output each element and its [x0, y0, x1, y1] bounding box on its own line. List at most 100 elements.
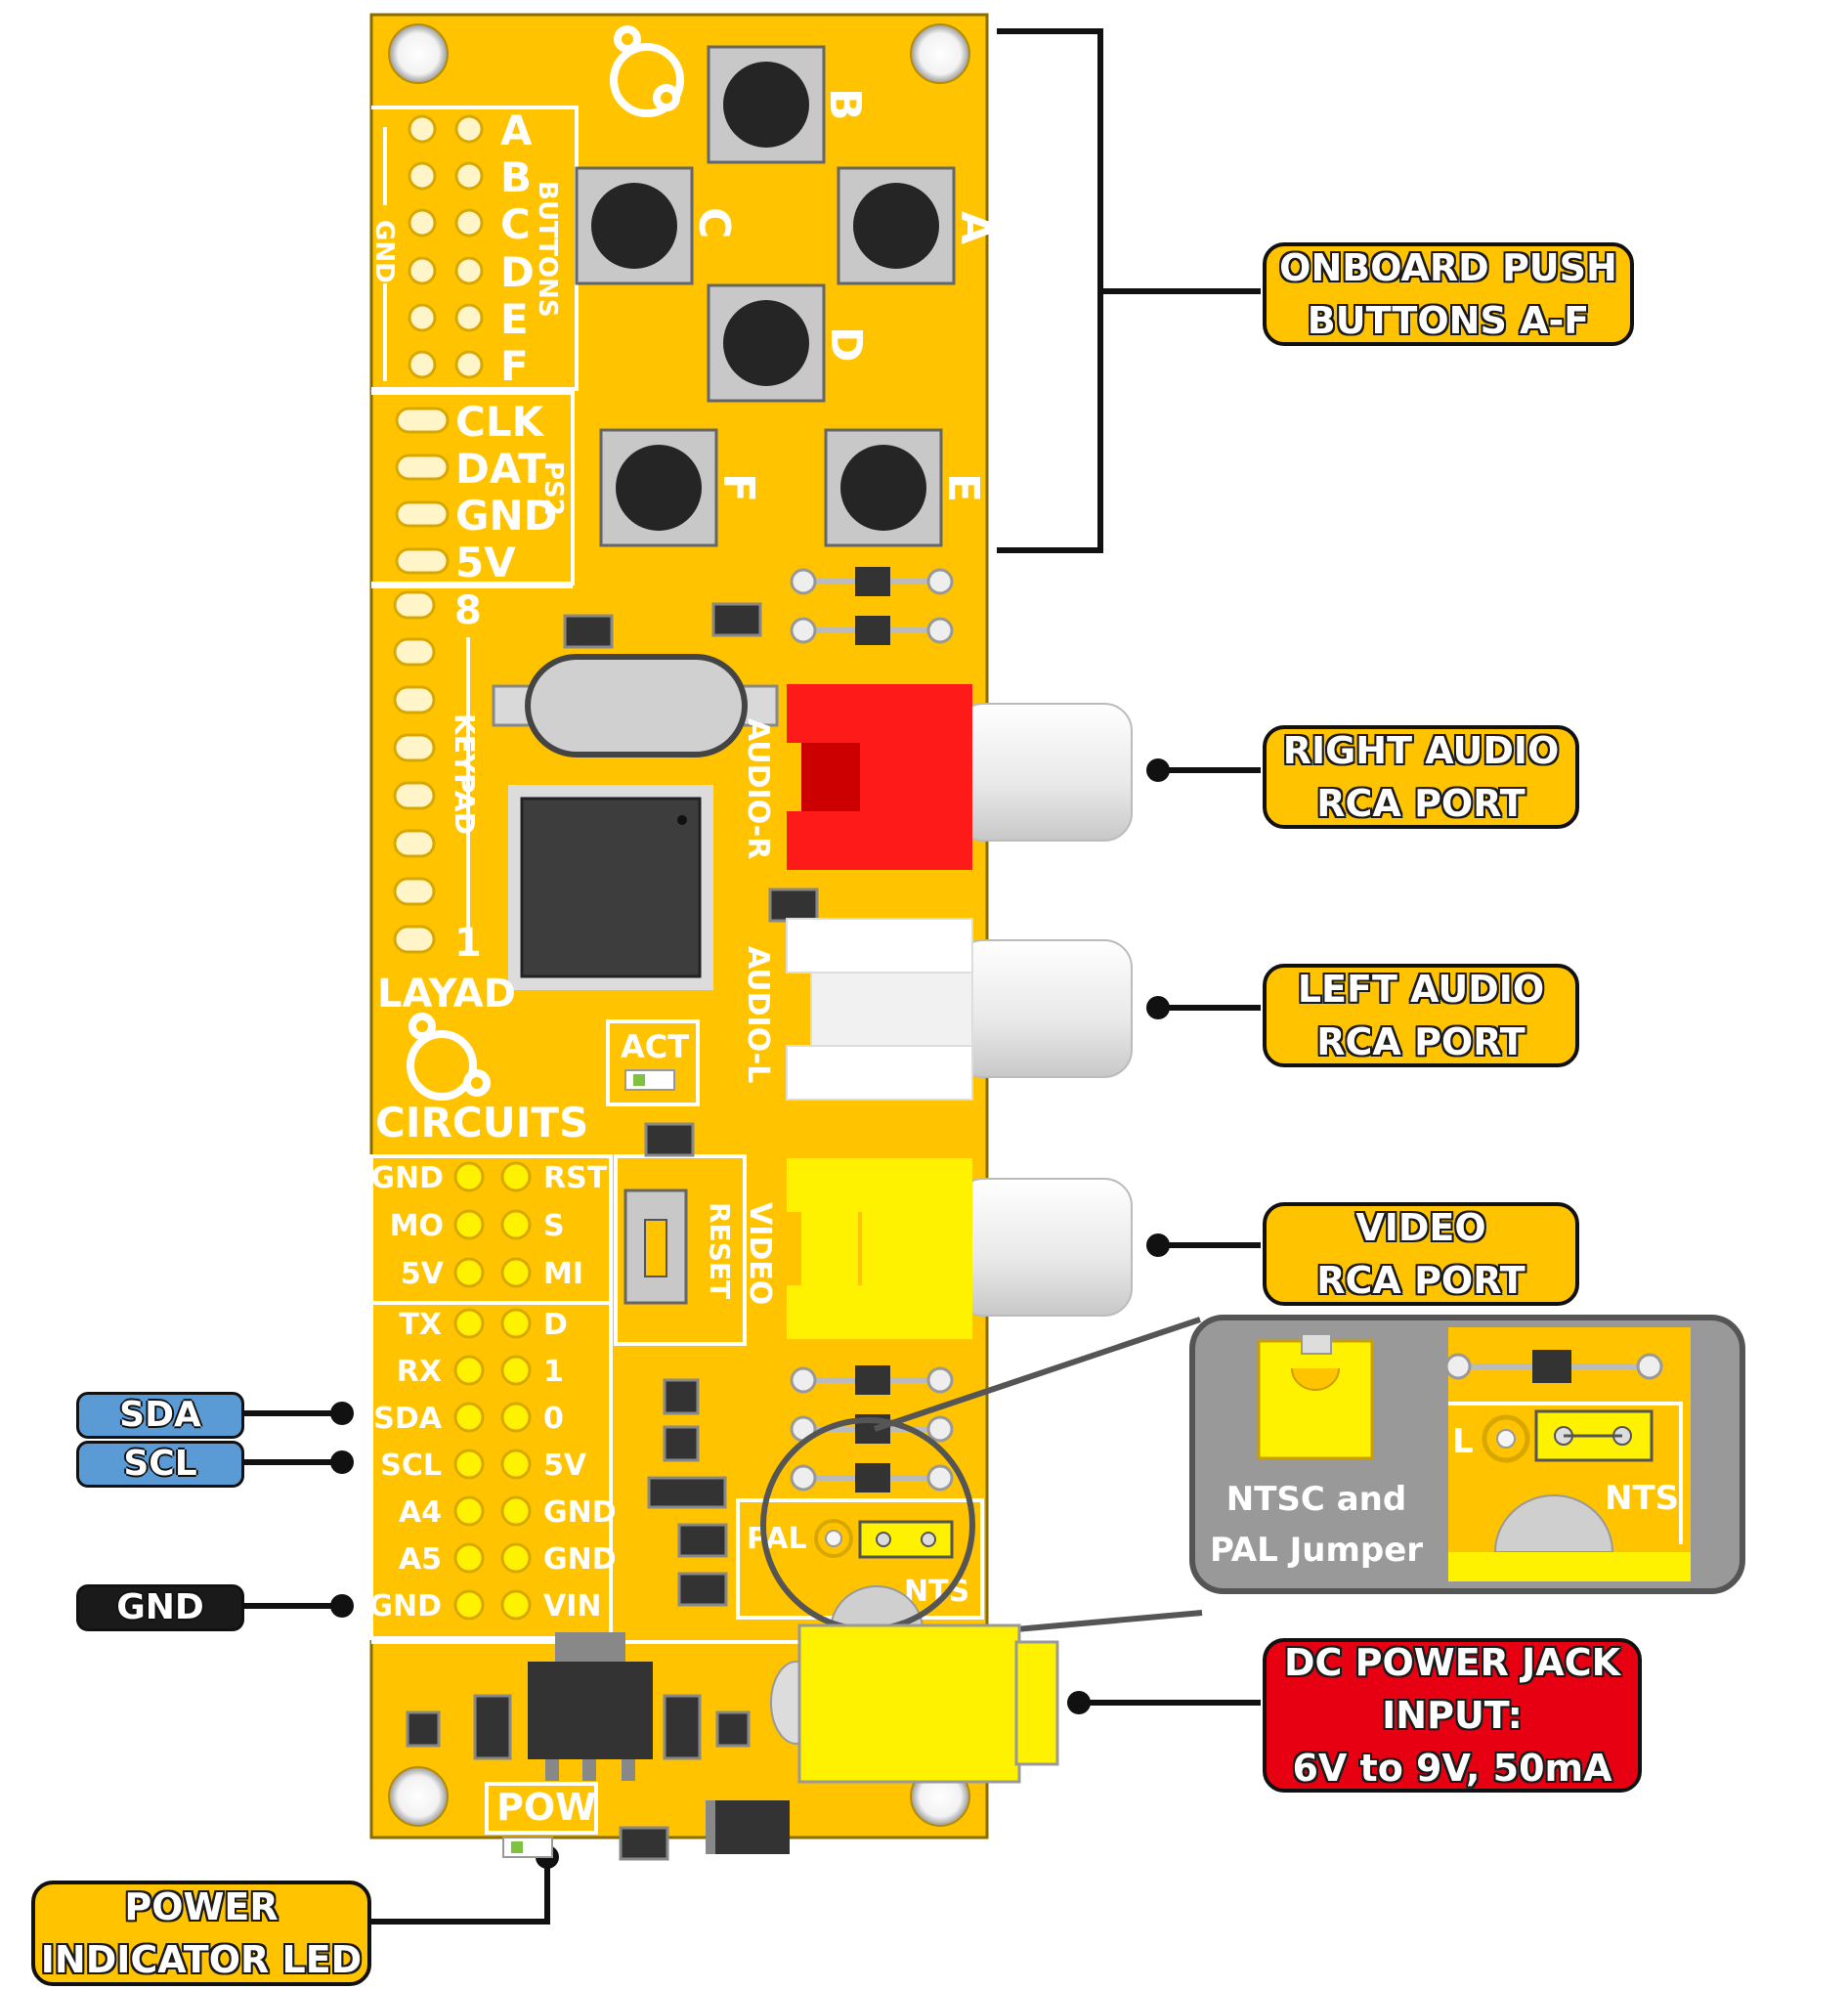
- hdr-letter-c: C: [500, 200, 531, 248]
- hdr-letter-f: F: [500, 342, 529, 390]
- io-vin: VIN: [543, 1589, 602, 1623]
- icsp-s: S: [543, 1209, 565, 1243]
- io-d: D: [543, 1308, 568, 1342]
- keypad-top-label: 8: [454, 588, 482, 633]
- push-button-c: [575, 166, 694, 285]
- dc-power-jack: [770, 1623, 1059, 1784]
- silkscreen-outlines: [369, 106, 987, 1835]
- icsp-mo: MO: [390, 1209, 444, 1243]
- jumper-zoom-l: L: [1452, 1422, 1474, 1461]
- logo-bottom: CIRCUITS: [375, 1099, 588, 1146]
- resistors: [790, 567, 954, 1492]
- leader-lines: [240, 28, 1261, 1925]
- jumper-zoom-inset: [1189, 1315, 1745, 1594]
- rca-right-audio: [787, 684, 1133, 870]
- hdr-letter-d: D: [500, 248, 535, 296]
- crystal-oscillator: [492, 654, 779, 757]
- icsp-mi: MI: [543, 1257, 583, 1291]
- btn-letter-a: A: [951, 211, 1001, 244]
- rca-video: [787, 1158, 1133, 1339]
- io-0: 0: [543, 1402, 564, 1436]
- ps2-5v: 5V: [455, 539, 516, 586]
- io-left-labels: TX RX SDA SCL A4 A5 GND: [368, 1308, 442, 1623]
- hdr-letter-e: E: [500, 295, 529, 343]
- ps2-clk: CLK: [455, 398, 545, 446]
- icsp-5v: 5V: [401, 1257, 445, 1291]
- push-button-b: [707, 45, 826, 164]
- io-rx: RX: [397, 1355, 442, 1389]
- ps2-label: PS2: [538, 461, 568, 516]
- pal-label: PAL: [747, 1522, 807, 1556]
- io-a4: A4: [399, 1495, 442, 1530]
- io-right-labels: D 1 0 5V GND GND VIN: [543, 1308, 617, 1623]
- icsp-right-labels: RST S MI: [543, 1161, 608, 1291]
- btn-letter-f: F: [713, 473, 763, 502]
- button-header-labels: A B C D E F: [500, 107, 535, 390]
- io-a5: A5: [399, 1542, 442, 1577]
- jumper-block: [858, 1520, 954, 1559]
- jumper-zoom-nts: NTS: [1605, 1479, 1679, 1518]
- push-button-f: [599, 428, 718, 547]
- io-5v: 5V: [543, 1449, 587, 1483]
- io-1: 1: [543, 1355, 564, 1389]
- io-gnd-1: GND: [543, 1495, 617, 1530]
- keypad-bottom-label: 1: [454, 921, 482, 966]
- icsp-left-labels: GND MO 5V: [370, 1161, 444, 1291]
- keypad-label: KEYPAD: [449, 714, 481, 835]
- pow-led: [502, 1837, 553, 1858]
- btn-letter-e: E: [938, 473, 988, 502]
- icsp-rst: RST: [543, 1161, 608, 1195]
- hdr-letter-a: A: [500, 107, 533, 154]
- push-button-letters: B C A D F E: [689, 88, 1001, 502]
- audio-r-label: AUDIO-R: [741, 718, 775, 859]
- push-button-d: [707, 283, 826, 403]
- io-gnd: GND: [368, 1589, 442, 1623]
- push-button-e: [824, 428, 943, 547]
- logo-icon-mid: [407, 1013, 491, 1101]
- io-gnd-2: GND: [543, 1542, 617, 1577]
- buttons-header-label: BUTTONS: [533, 181, 562, 318]
- tag-gnd: GND: [76, 1584, 244, 1631]
- gnd-vertical-label: GND: [369, 220, 399, 283]
- io-sda: SDA: [373, 1402, 443, 1436]
- tag-sda: SDA: [76, 1392, 244, 1439]
- audio-l-label: AUDIO-L: [741, 946, 775, 1083]
- btn-letter-b: B: [820, 88, 870, 121]
- ps2-pins: [395, 407, 450, 575]
- act-led: [624, 1069, 675, 1091]
- keypad-pins: [393, 590, 436, 954]
- ps2-dat: DAT: [455, 445, 546, 493]
- logo-icon-top: [610, 25, 684, 117]
- io-scl: SCL: [380, 1449, 442, 1483]
- logo-top: LAYAD: [377, 972, 516, 1017]
- io-header-pins: [453, 1308, 532, 1621]
- reset-button: [623, 1189, 688, 1305]
- btn-letter-c: C: [689, 207, 739, 238]
- tag-scl: SCL: [76, 1441, 244, 1488]
- icsp-gnd: GND: [370, 1161, 444, 1195]
- act-label: ACT: [621, 1028, 689, 1065]
- rca-left-audio: [786, 918, 1133, 1101]
- voltage-regulator: [473, 1632, 790, 1854]
- jumper-caption-1: NTSC and: [1226, 1480, 1406, 1519]
- hdr-letter-b: B: [500, 153, 532, 201]
- push-buttons: [575, 45, 956, 547]
- io-tx: TX: [399, 1308, 442, 1342]
- push-button-a: [837, 166, 956, 285]
- smd-components: [406, 602, 819, 1861]
- button-header-pins: [408, 114, 484, 379]
- microcontroller-chip: [508, 785, 713, 990]
- icsp-pins: [453, 1161, 532, 1288]
- ps2-labels: CLK DAT GND 5V: [455, 398, 558, 586]
- ps2-gnd: GND: [455, 492, 558, 540]
- btn-letter-d: D: [821, 326, 871, 363]
- pow-label: POW: [496, 1786, 596, 1829]
